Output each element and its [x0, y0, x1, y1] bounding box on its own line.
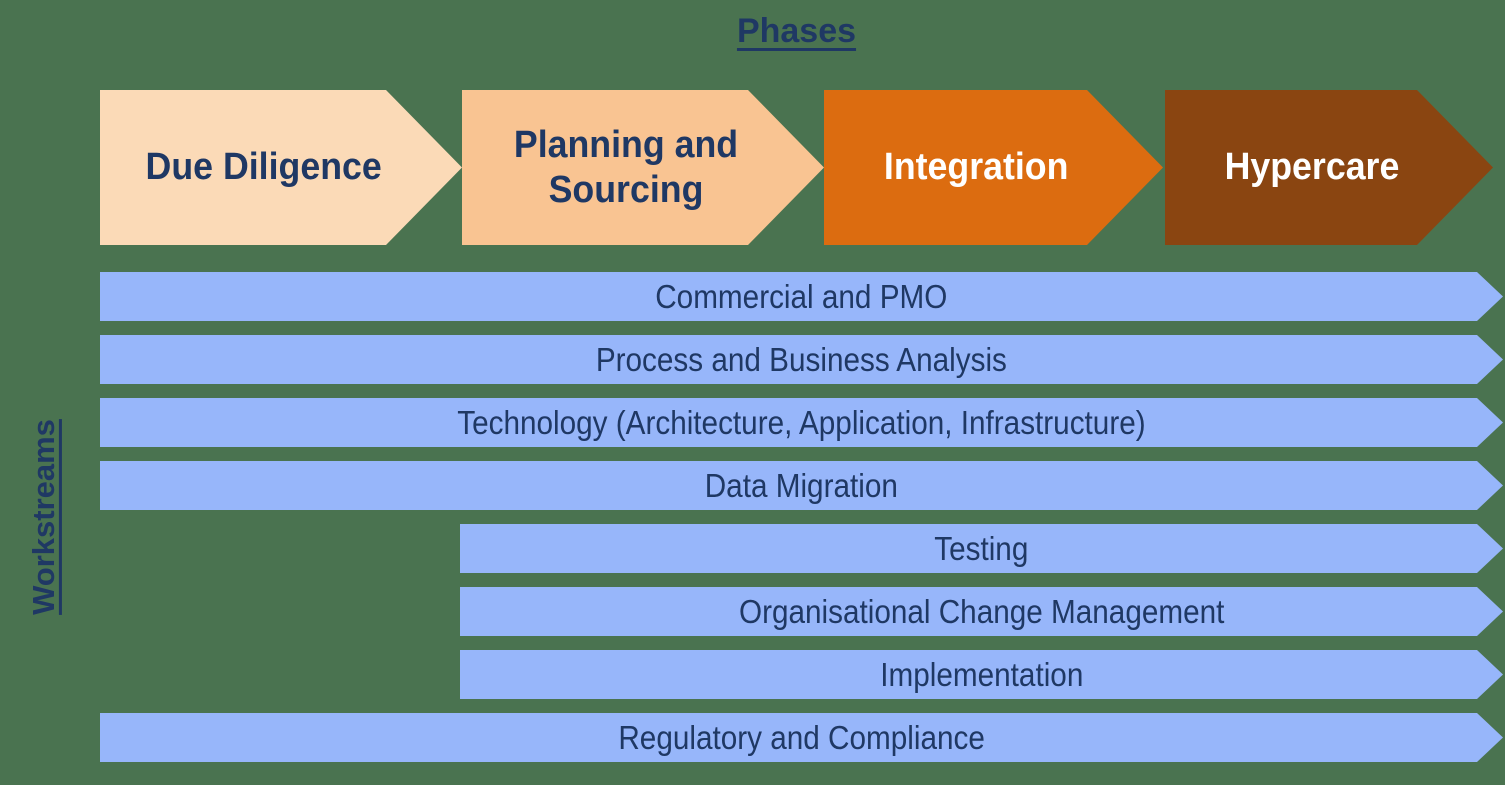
workstream-technology-label: Technology (Architecture, Application, I…: [457, 403, 1146, 441]
workstream-technology: Technology (Architecture, Application, I…: [100, 398, 1503, 447]
workstream-implementation: Implementation: [460, 650, 1503, 699]
workstream-testing-label: Testing: [934, 529, 1029, 567]
workstream-organisational-change-management: Organisational Change Management: [460, 587, 1503, 636]
workstreams-axis-label: Workstreams: [26, 419, 62, 615]
phase-hypercare-label: Hypercare: [1224, 146, 1400, 189]
workstreams-axis: Workstreams: [0, 272, 88, 762]
workstream-data-migration-label: Data Migration: [704, 466, 899, 504]
workstream-organisational-change-management-label: Organisational Change Management: [738, 592, 1225, 630]
phase-due-diligence: Due Diligence: [100, 90, 462, 245]
workstream-regulatory-and-compliance-label: Regulatory and Compliance: [618, 718, 985, 756]
page-title: Phases: [736, 12, 857, 50]
phase-integration: Integration: [824, 90, 1163, 245]
workstream-regulatory-and-compliance: Regulatory and Compliance: [100, 713, 1503, 762]
phase-planning-and-sourcing-label: Planning and Sourcing: [513, 123, 739, 211]
workstream-implementation-label: Implementation: [879, 655, 1084, 693]
workstream-data-migration: Data Migration: [100, 461, 1503, 510]
phase-planning-and-sourcing: Planning and Sourcing: [462, 90, 824, 245]
workstream-commercial-and-pmo-label: Commercial and PMO: [655, 277, 948, 315]
phase-due-diligence-label: Due Diligence: [145, 146, 383, 189]
workstream-commercial-and-pmo: Commercial and PMO: [100, 272, 1503, 321]
phase-hypercare: Hypercare: [1165, 90, 1493, 245]
workstream-testing: Testing: [460, 524, 1503, 573]
phase-integration-label: Integration: [884, 146, 1069, 189]
workstream-process-and-business-analysis-label: Process and Business Analysis: [595, 340, 1008, 378]
workstream-process-and-business-analysis: Process and Business Analysis: [100, 335, 1503, 384]
